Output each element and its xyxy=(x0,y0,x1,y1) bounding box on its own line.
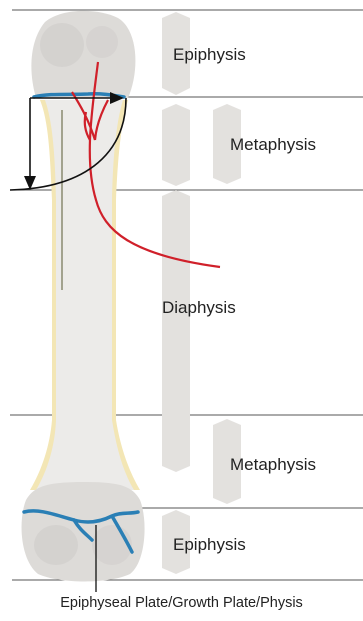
label-distal-metaphysis: Metaphysis xyxy=(230,455,316,475)
condyle-highlight-2 xyxy=(92,525,132,565)
label-bands xyxy=(162,12,241,574)
band-diaphysis xyxy=(162,190,190,472)
head-highlight-2 xyxy=(86,26,118,58)
label-diaphysis: Diaphysis xyxy=(162,298,236,318)
head-highlight xyxy=(40,23,84,67)
label-proximal-metaphysis: Metaphysis xyxy=(230,135,316,155)
caption-growth-plate: Epiphyseal Plate/Growth Plate/Physis xyxy=(0,595,363,611)
label-proximal-epiphysis: Epiphysis xyxy=(173,45,246,65)
band-prox-metaphysis-left xyxy=(162,104,190,186)
condyle-highlight xyxy=(34,525,78,565)
label-distal-epiphysis: Epiphysis xyxy=(173,535,246,555)
